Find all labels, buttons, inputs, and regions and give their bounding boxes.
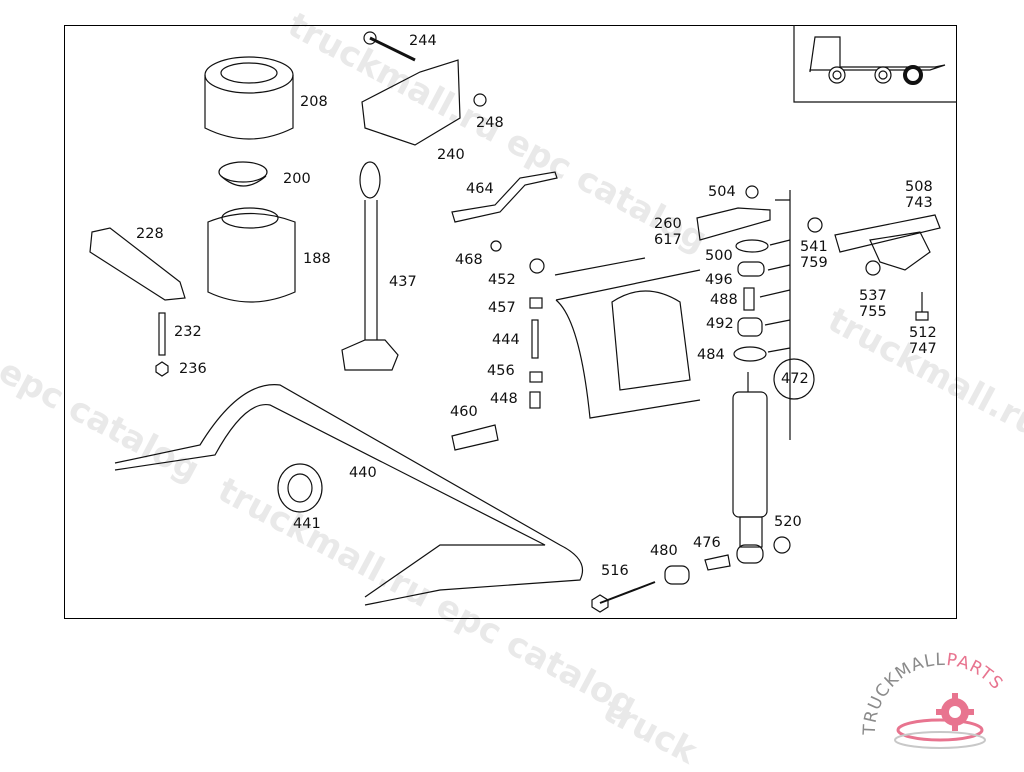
air-spring-cover-208	[204, 56, 294, 140]
stabilizer-bar-440	[114, 384, 584, 606]
callout-label[interactable]: 460	[450, 404, 478, 420]
callout-label[interactable]: 248	[476, 115, 504, 131]
callout-label[interactable]: 496	[705, 272, 733, 288]
bracket-228	[89, 227, 186, 301]
callout-label[interactable]: 480	[650, 543, 678, 559]
gear-icon	[936, 693, 974, 731]
callout-label[interactable]: 260 617	[654, 216, 682, 248]
svg-text:TRUCKMALLPARTS: TRUCKMALLPARTS	[860, 650, 1007, 736]
callout-label[interactable]: 468	[455, 252, 483, 268]
callout-label[interactable]: 236	[179, 361, 207, 377]
callout-label[interactable]: 456	[487, 363, 515, 379]
logo-text-accent: PARTS	[945, 650, 1006, 694]
callout-label[interactable]: 448	[490, 391, 518, 407]
callout-label[interactable]: 244	[409, 33, 437, 49]
callout-label[interactable]: 500	[705, 248, 733, 264]
callout-label[interactable]: 464	[466, 181, 494, 197]
callout-label[interactable]: 240	[437, 147, 465, 163]
callout-label[interactable]: 232	[174, 324, 202, 340]
callout-label[interactable]: 492	[706, 316, 734, 332]
callout-label[interactable]: 484	[697, 347, 725, 363]
callout-label[interactable]: 441	[293, 516, 321, 532]
callout-label[interactable]: 476	[693, 535, 721, 551]
callout-label[interactable]: 504	[708, 184, 736, 200]
parts-drawing	[89, 25, 957, 613]
shock-absorber-472	[732, 372, 768, 564]
callout-label[interactable]: 200	[283, 171, 311, 187]
callout-label[interactable]: 457	[488, 300, 516, 316]
callout-label[interactable]: 508 743	[905, 179, 933, 211]
callout-label[interactable]: 537 755	[859, 288, 887, 320]
strut-437	[341, 161, 399, 371]
callout-label[interactable]: 452	[488, 272, 516, 288]
logo-text-main: TRUCKMALL	[860, 650, 946, 736]
cap-200	[218, 161, 268, 187]
callout-label[interactable]: 516	[601, 563, 629, 579]
callout-label[interactable]: 488	[710, 292, 738, 308]
callout-label[interactable]: 512 747	[909, 325, 937, 357]
callout-label[interactable]: 208	[300, 94, 328, 110]
callout-label[interactable]: 444	[492, 332, 520, 348]
callout-label[interactable]: 472	[781, 371, 809, 387]
air-spring-bellows-188	[207, 207, 296, 303]
callout-label[interactable]: 437	[389, 274, 417, 290]
callout-label[interactable]: 440	[349, 465, 377, 481]
callout-label[interactable]: 188	[303, 251, 331, 267]
truckmallparts-logo[interactable]: TRUCKMALLPARTS	[860, 650, 1024, 750]
truck-inset-icon	[793, 25, 957, 103]
callout-label[interactable]: 541 759	[800, 239, 828, 271]
callout-label[interactable]: 520	[774, 514, 802, 530]
diagram-frame	[64, 25, 957, 619]
callout-label[interactable]: 228	[136, 226, 164, 242]
